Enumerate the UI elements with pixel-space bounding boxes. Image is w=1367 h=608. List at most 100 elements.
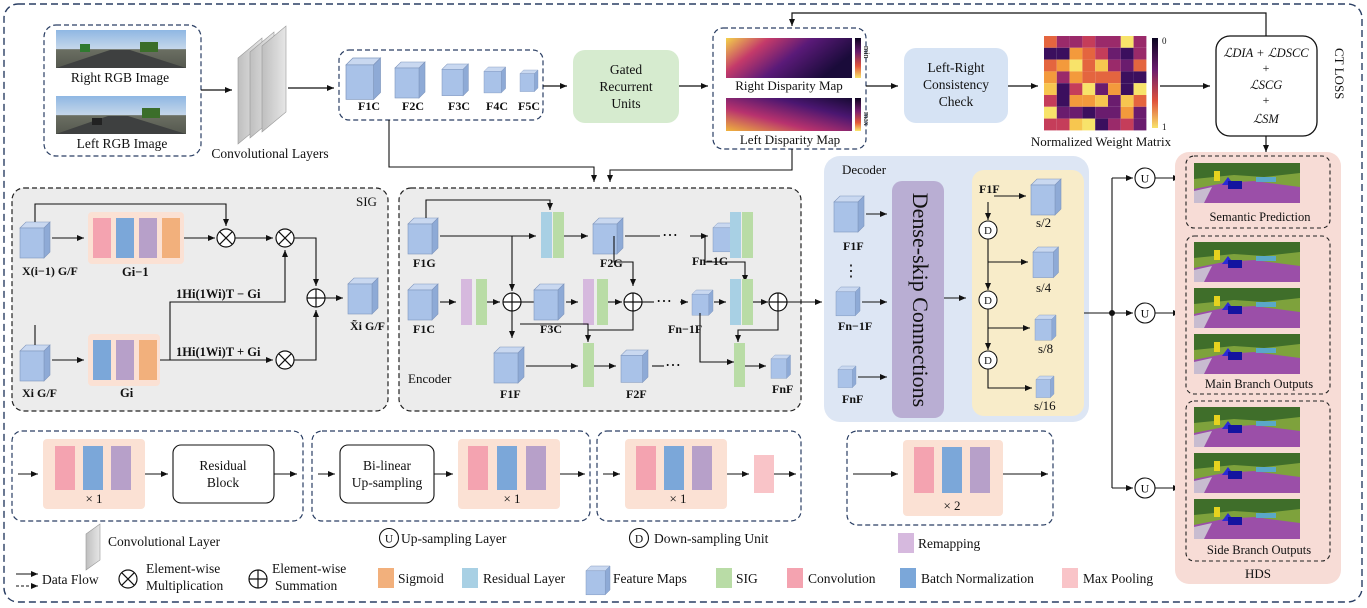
- block-residual: × 1 Residual Block: [11, 430, 304, 522]
- svg-text:SIG: SIG: [356, 194, 377, 209]
- block-remap: × 2: [846, 430, 1054, 526]
- svg-text:Multiplication: Multiplication: [146, 578, 223, 593]
- svg-text:Fn−1F: Fn−1F: [668, 322, 702, 336]
- heatmap-cell: [1056, 36, 1070, 48]
- heatmap-cell: [1082, 106, 1096, 119]
- block-maxpool: × 1: [596, 430, 802, 522]
- svg-text:SIG: SIG: [736, 571, 758, 586]
- heatmap-cell: [1120, 36, 1134, 48]
- svg-text:s/16: s/16: [1034, 398, 1056, 413]
- up-sampling-layer: U: [1134, 302, 1156, 324]
- heatmap-cell: [1044, 83, 1057, 95]
- heatmap-cell: [1069, 71, 1083, 84]
- heatmap-cell: [1044, 95, 1057, 107]
- heatmap-cell: [1082, 83, 1096, 95]
- heatmap-cell: [1082, 95, 1096, 107]
- svg-text:Decoder: Decoder: [842, 162, 887, 177]
- heatmap-cell: [1120, 59, 1134, 72]
- svg-text:Gi−1: Gi−1: [122, 265, 149, 279]
- heatmap-cell: [1056, 47, 1070, 60]
- svg-text:Down-sampling Unit: Down-sampling Unit: [654, 531, 769, 546]
- feature-label-5: F5C: [518, 99, 540, 113]
- heatmap-cell: [1108, 118, 1121, 131]
- heatmap-cell: [1082, 59, 1096, 72]
- right-disparity-label: Right Disparity Map: [735, 78, 843, 93]
- svg-text:Residual Layer: Residual Layer: [483, 571, 566, 586]
- heatmap-cell: [1120, 106, 1134, 119]
- svg-text:× 1: × 1: [503, 491, 520, 506]
- svg-text:U: U: [1141, 482, 1150, 496]
- conv-layers-label: Convolutional Layers: [211, 146, 328, 161]
- svg-text:Sigmoid: Sigmoid: [398, 571, 444, 586]
- heatmap-cell: [1069, 59, 1083, 72]
- svg-text:Data Flow: Data Flow: [42, 572, 99, 587]
- svg-text:D: D: [635, 534, 643, 546]
- outer-frame: [3, 3, 1363, 603]
- heatmap-cell: [1095, 47, 1108, 60]
- svg-text:⋯: ⋯: [665, 357, 681, 374]
- heatmap-cell: [1133, 118, 1147, 131]
- heatmap-cell: [1095, 83, 1108, 95]
- svg-text:Up-sampling Layer: Up-sampling Layer: [401, 531, 507, 546]
- svg-text:Fn−1G: Fn−1G: [692, 254, 728, 268]
- svg-text:ℒDIA + ℒDSCC: ℒDIA + ℒDSCC: [1223, 46, 1309, 60]
- heatmap-cell: [1108, 36, 1121, 48]
- svg-text:Feature Maps: Feature Maps: [613, 571, 687, 586]
- heatmap-cell: [1056, 71, 1070, 84]
- feature-label-1: F1C: [358, 99, 380, 113]
- heatmap-cell: [1056, 106, 1070, 119]
- svg-text:X(i−1) G/F: X(i−1) G/F: [22, 264, 78, 278]
- svg-text:+: +: [1263, 61, 1270, 75]
- svg-text:U: U: [1141, 172, 1150, 186]
- heatmap-cell: [1056, 59, 1070, 72]
- ct-loss-label: CT LOSS: [1332, 48, 1347, 99]
- svg-text:Convolution: Convolution: [808, 571, 876, 586]
- heatmap-cell: [1120, 118, 1134, 131]
- right-rgb-label: Right RGB Image: [71, 70, 169, 85]
- disparity-panel: min Right Disparity Map max Left Dispari…: [712, 27, 871, 150]
- left-disparity-label: Left Disparity Map: [740, 132, 840, 147]
- heatmap-cell: [1095, 59, 1108, 72]
- svg-text:Up-sampling: Up-sampling: [352, 475, 423, 490]
- heatmap-cell: [1069, 95, 1083, 107]
- svg-text:Fn−1F: Fn−1F: [838, 319, 872, 333]
- loss-box: ℒDIA + ℒDSCC + ℒSCG + ℒSM CT LOSS: [1215, 35, 1347, 137]
- heatmap-cell: [1082, 118, 1096, 131]
- feature-label-2: F2C: [402, 99, 424, 113]
- heatmap-cell: [1044, 106, 1057, 119]
- up-sampling-layer: U: [1134, 167, 1156, 189]
- hds-title: HDS: [1245, 566, 1271, 581]
- svg-text:Gi: Gi: [120, 386, 134, 400]
- svg-text:F1F: F1F: [979, 182, 1000, 196]
- svg-text:⋯: ⋯: [662, 227, 678, 244]
- heatmap-cell: [1044, 71, 1057, 84]
- heatmap-cell: [1044, 36, 1057, 48]
- svg-text:Element-wise: Element-wise: [272, 561, 346, 576]
- heatmap-cell: [1095, 71, 1108, 84]
- svg-text:Convolutional Layer: Convolutional Layer: [108, 534, 221, 549]
- sig-panel: SIG X(i−1) G/F Gi−1 Xi G/F Gi 1Hi(1Wi)T …: [11, 187, 389, 412]
- heatmap-cell: [1120, 95, 1134, 107]
- svg-text:U: U: [1141, 307, 1150, 321]
- feedback-arrow: [789, 12, 1267, 36]
- svg-text:⋯: ⋯: [656, 293, 672, 310]
- svg-text:Check: Check: [939, 94, 974, 109]
- gated-recurrent-units: Gated Recurrent Units: [573, 50, 679, 123]
- up-sampling-layer: U: [1134, 477, 1156, 499]
- heatmap-cell: [1095, 118, 1108, 131]
- heatmap-cell: [1095, 106, 1108, 119]
- legend: Convolutional Layer U Up-sampling Layer …: [16, 523, 1153, 596]
- heatmap-cell: [1069, 83, 1083, 95]
- svg-text:Xi G/F: Xi G/F: [22, 386, 57, 400]
- svg-text:F2G: F2G: [600, 256, 623, 270]
- svg-text:FnF: FnF: [842, 392, 863, 406]
- heatmap-cell: [1108, 83, 1121, 95]
- svg-text:⋮: ⋮: [843, 263, 859, 280]
- heatmap-cell: [1095, 95, 1108, 107]
- svg-text:F1C: F1C: [413, 322, 435, 336]
- heatmap-cell: [1082, 71, 1096, 84]
- heatmap-cell: [1133, 106, 1147, 119]
- svg-text:Recurrent: Recurrent: [599, 79, 652, 94]
- feature-label-3: F3C: [448, 99, 470, 113]
